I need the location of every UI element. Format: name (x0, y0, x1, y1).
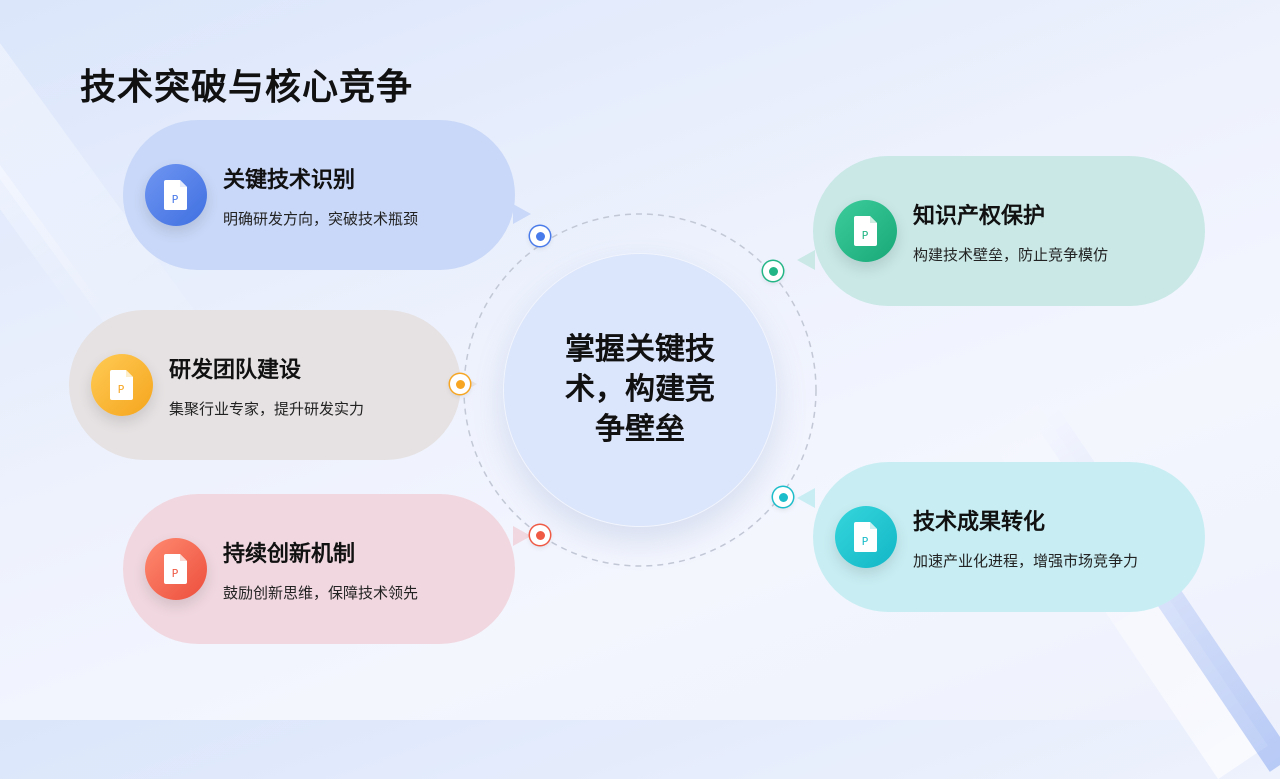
card-icon-badge: P (145, 538, 207, 600)
center-hub-text: 掌握关键技术，构建竞争壁垒 (565, 332, 715, 447)
card-key-tech-identification: P 关键技术识别 明确研发方向，突破技术瓶颈 (123, 120, 531, 270)
card-rd-team-building: P 研发团队建设 集聚行业专家，提升研发实力 (69, 310, 477, 460)
card-icon-badge: P (835, 506, 897, 568)
card-description: 明确研发方向，突破技术瓶颈 (223, 209, 419, 228)
card-ip-protection: P 知识产权保护 构建技术壁垒，防止竞争模仿 (797, 156, 1205, 306)
card-icon-badge: P (91, 354, 153, 416)
decor-light-beam (0, 0, 107, 328)
connector-dot (450, 374, 470, 394)
card-title: 持续创新机制 (223, 541, 356, 567)
connector-dot (530, 226, 550, 246)
document-icon: P (164, 180, 187, 210)
center-hub: 掌握关键技术，构建竞争壁垒 (503, 253, 777, 527)
svg-text:P: P (118, 383, 125, 396)
card-title: 关键技术识别 (223, 167, 356, 193)
card-title: 技术成果转化 (913, 509, 1046, 535)
document-icon: P (110, 370, 133, 400)
card-icon-badge: P (835, 200, 897, 262)
card-icon-badge: P (145, 164, 207, 226)
svg-text:P: P (172, 193, 179, 206)
connector-dot (773, 487, 793, 507)
card-description: 构建技术壁垒，防止竞争模仿 (913, 245, 1109, 264)
connector-dot (530, 525, 550, 545)
svg-text:P: P (862, 229, 869, 242)
card-title: 知识产权保护 (913, 203, 1046, 229)
document-icon: P (164, 554, 187, 584)
document-icon: P (854, 522, 877, 552)
page-title: 技术突破与核心竞争 (80, 67, 414, 108)
svg-text:P: P (862, 535, 869, 548)
card-description: 加速产业化进程，增强市场竞争力 (913, 551, 1139, 570)
connector-dot (763, 261, 783, 281)
card-title: 研发团队建设 (169, 357, 302, 383)
card-tech-commercialization: P 技术成果转化 加速产业化进程，增强市场竞争力 (797, 462, 1205, 612)
svg-text:P: P (172, 567, 179, 580)
card-continuous-innovation: P 持续创新机制 鼓励创新思维，保障技术领先 (123, 494, 531, 644)
card-description: 集聚行业专家，提升研发实力 (169, 399, 365, 418)
document-icon: P (854, 216, 877, 246)
card-description: 鼓励创新思维，保障技术领先 (223, 583, 419, 602)
